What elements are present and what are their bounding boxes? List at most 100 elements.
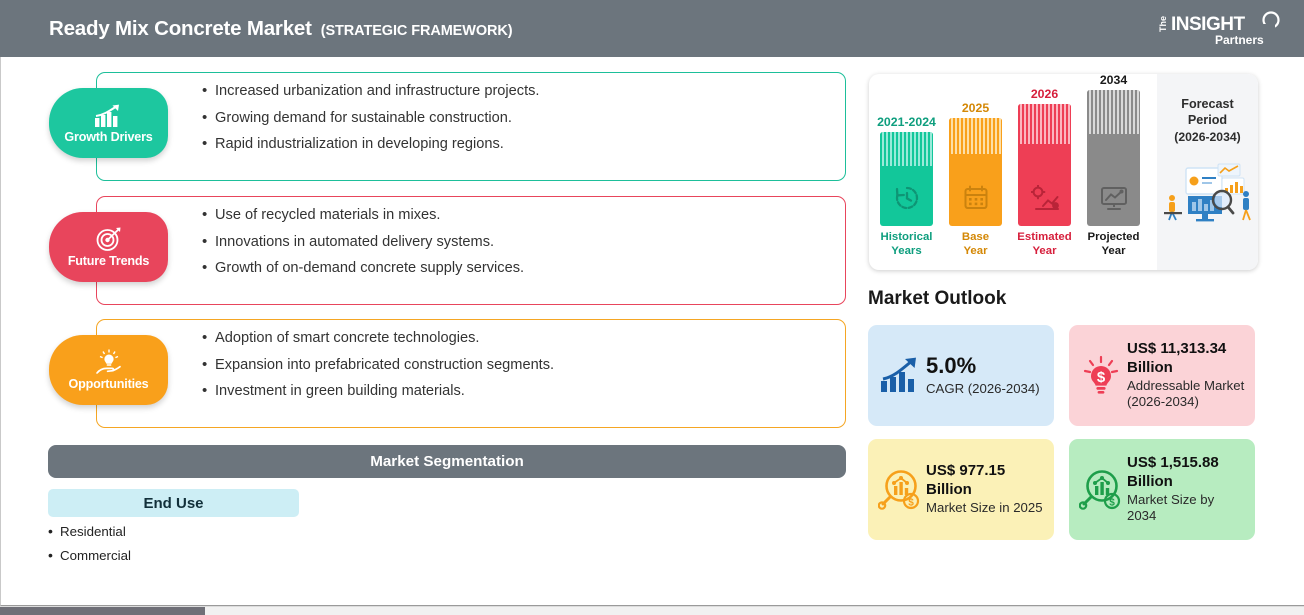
pill-future-trends[interactable]: Future Trends xyxy=(49,212,168,282)
growth-bar-arrow-icon xyxy=(877,357,923,395)
pill-label: Opportunities xyxy=(68,377,149,391)
outlook-card-label: Market Size by 2034 xyxy=(1127,491,1215,524)
pill-label: Growth Drivers xyxy=(64,130,153,144)
svg-text:Partners: Partners xyxy=(1215,33,1264,47)
magnifier-chart-dollar-icon: $ xyxy=(1078,469,1124,511)
history-clock-icon xyxy=(894,185,920,216)
gear-chart-icon xyxy=(1030,184,1059,216)
svg-text:$: $ xyxy=(1109,497,1115,508)
timeline-bar xyxy=(880,132,933,227)
outlook-card-cagr: 5.0% CAGR (2026-2034) xyxy=(868,325,1054,426)
lightbulb-hand-icon xyxy=(94,349,124,375)
outlook-card-value: US$ 977.15 Billion xyxy=(926,462,1006,498)
timeline-caption-line2: Years xyxy=(891,244,922,257)
forecast-period-line2: Period xyxy=(1187,113,1228,128)
segment-chip-label: End Use xyxy=(143,494,204,512)
horizontal-scrollbar[interactable] xyxy=(0,606,1304,615)
outlook-card-value: US$ 1,515.88 Billion xyxy=(1127,454,1219,490)
timeline-bar-stripes xyxy=(880,132,933,167)
scrollbar-thumb[interactable] xyxy=(0,607,205,615)
bullet-list-trends: Use of recycled materials in mixes. Inno… xyxy=(202,207,831,288)
list-item: Adoption of smart concrete technologies. xyxy=(202,330,831,346)
list-item: Use of recycled materials in mixes. xyxy=(202,207,831,223)
timeline-year: 2026 xyxy=(1030,87,1059,102)
bullet-list-opportunities: Adoption of smart concrete technologies.… xyxy=(202,330,831,411)
timeline-bar xyxy=(1087,90,1140,227)
pill-label: Future Trends xyxy=(67,254,150,268)
forecast-period-line1: Forecast xyxy=(1181,97,1234,111)
outlook-card-market-size-2034: $ US$ 1,515.88 Billion Market Size by 20… xyxy=(1069,439,1255,540)
timeline-caption: Projected Year xyxy=(1088,231,1140,258)
timeline-bars: 2021-2024 Historical Ye xyxy=(869,74,1157,270)
list-item: Growth of on-demand concrete supply serv… xyxy=(202,260,831,276)
page-subtitle: (STRATEGIC FRAMEWORK) xyxy=(320,22,513,39)
dollar-lightbulb-icon: $ xyxy=(1078,355,1124,397)
left-column: Growth Drivers Increased urbanization an… xyxy=(0,57,860,615)
timeline-caption-line1: Estimated xyxy=(1017,231,1072,244)
bar-chart-growth-icon xyxy=(94,102,124,128)
timeline-year: 2021-2024 xyxy=(877,115,936,130)
analytics-dashboard-illustration xyxy=(1162,162,1254,229)
timeline-caption: Base Year xyxy=(962,231,989,258)
header-title-wrap: Ready Mix Concrete Market (STRATEGIC FRA… xyxy=(0,16,513,41)
outlook-card-value: US$ 11,313.34 Billion xyxy=(1127,340,1227,376)
list-item: Growing demand for sustainable construct… xyxy=(202,110,831,126)
outlook-card-label: CAGR (2026-2034) xyxy=(926,381,1040,397)
timeline-caption-line1: Base xyxy=(961,231,990,244)
timeline-year: 2025 xyxy=(961,101,990,116)
timeline-column-projected: 2034 xyxy=(1087,74,1140,258)
timeline-column-base: 2025 xyxy=(949,101,1002,258)
page-header: Ready Mix Concrete Market (STRATEGIC FRA… xyxy=(0,0,1304,57)
timeline-caption-line2: Year xyxy=(1032,244,1057,257)
outlook-card-value: 5.0% xyxy=(926,353,977,379)
svg-text:The: The xyxy=(1158,16,1168,32)
calendar-icon xyxy=(963,185,989,216)
presentation-chart-icon xyxy=(1100,185,1128,216)
svg-text:INSIGHT: INSIGHT xyxy=(1171,14,1245,35)
timeline-bar-stripes xyxy=(1087,90,1140,135)
timeline-column-estimated: 2026 xyxy=(1017,87,1071,258)
timeline-bar xyxy=(949,118,1002,227)
outlook-card-body: 5.0% CAGR (2026-2034) xyxy=(923,353,1045,397)
section-growth-drivers: Growth Drivers Increased urbanization an… xyxy=(49,72,846,181)
outlook-card-body: US$ 11,313.34 Billion Addressable Market… xyxy=(1124,340,1246,411)
timeline-caption-line2: Year xyxy=(1101,244,1126,257)
target-dart-icon xyxy=(95,226,123,252)
list-item: Residential xyxy=(48,524,131,538)
forecast-timeline-card: 2021-2024 Historical Ye xyxy=(869,74,1258,270)
timeline-bar xyxy=(1018,104,1071,227)
outlook-card-addressable-market: $ US$ 11,313.34 Billion Addressable Mark… xyxy=(1069,325,1255,426)
timeline-caption-line1: Projected xyxy=(1087,231,1140,244)
insight-partners-logo[interactable]: The INSIGHT Partners xyxy=(1153,10,1281,48)
pill-opportunities[interactable]: Opportunities xyxy=(49,335,168,405)
outlook-card-body: US$ 1,515.88 Billion Market Size by 2034 xyxy=(1124,454,1246,525)
list-item: Commercial xyxy=(48,548,131,562)
timeline-caption-line2: Year xyxy=(963,244,988,257)
forecast-period-range: (2026-2034) xyxy=(1174,130,1241,145)
pill-growth-drivers[interactable]: Growth Drivers xyxy=(49,88,168,158)
page-title: Ready Mix Concrete Market xyxy=(49,16,312,40)
timeline-caption: Historical Years xyxy=(881,231,933,258)
market-outlook-title: Market Outlook xyxy=(868,288,1007,309)
market-segmentation-header: Market Segmentation xyxy=(48,445,846,478)
timeline-caption: Estimated Year xyxy=(1017,231,1071,258)
timeline-caption-line1: Historical xyxy=(880,231,933,244)
market-segmentation-title: Market Segmentation xyxy=(370,453,524,470)
outlook-card-label: Addressable Market (2026-2034) xyxy=(1127,377,1245,410)
outlook-card-body: US$ 977.15 Billion Market Size in 2025 xyxy=(923,462,1045,516)
outlook-card-label: Market Size in 2025 xyxy=(926,500,1043,516)
svg-text:$: $ xyxy=(908,497,914,508)
segment-chip-end-use[interactable]: End Use xyxy=(48,489,299,517)
list-item: Increased urbanization and infrastructur… xyxy=(202,83,831,99)
outlook-card-market-size-2025: $ US$ 977.15 Billion Market Size in 2025 xyxy=(868,439,1054,540)
forecast-period-panel: Forecast Period (2026-2034) xyxy=(1157,74,1258,270)
timeline-column-historical: 2021-2024 Historical Ye xyxy=(877,115,936,258)
right-column: 2021-2024 Historical Ye xyxy=(860,57,1304,615)
timeline-bar-stripes xyxy=(949,118,1002,155)
list-item: Innovations in automated delivery system… xyxy=(202,234,831,250)
bullet-list-growth: Increased urbanization and infrastructur… xyxy=(202,83,831,164)
list-item: Expansion into prefabricated constructio… xyxy=(202,357,831,373)
list-item: Rapid industrialization in developing re… xyxy=(202,136,831,152)
section-opportunities: Opportunities Adoption of smart concrete… xyxy=(49,319,846,428)
